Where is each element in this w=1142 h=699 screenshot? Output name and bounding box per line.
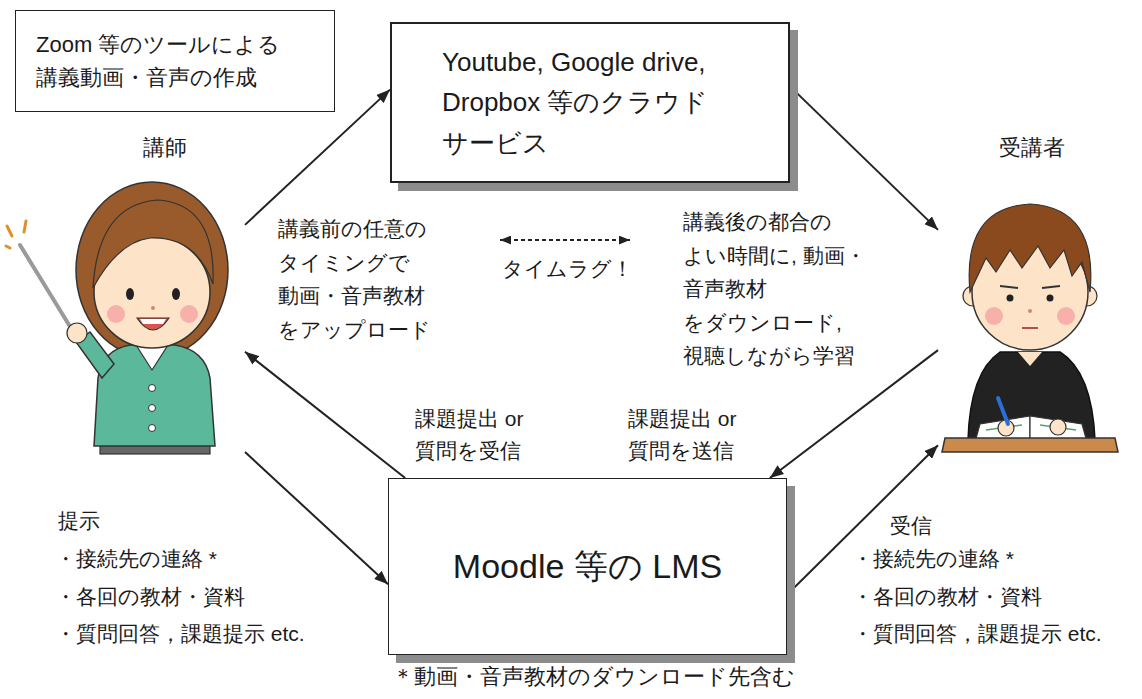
student-figure — [942, 204, 1118, 452]
hand — [1050, 419, 1066, 435]
eye — [1007, 295, 1014, 302]
button — [149, 405, 156, 412]
timelag-arrow — [500, 239, 630, 241]
cheek — [180, 305, 198, 323]
desk — [942, 438, 1118, 452]
nose — [1028, 309, 1032, 313]
bullet-item: ・接続先の連絡 * — [55, 546, 355, 571]
edge-label: 講義前の任意の タイミングで 動画・音声教材 をアップロード — [278, 212, 453, 346]
bullet-item: ・質問回答，課題提示 etc. — [55, 621, 375, 646]
student-node: 受講者 — [938, 128, 1125, 462]
flow-arrow — [245, 452, 388, 584]
pointer-stick — [20, 245, 74, 333]
node-text: Zoom 等のツールによる 講義動画・音声の作成 — [36, 28, 316, 94]
eyebrow — [1042, 286, 1060, 288]
spark-line — [24, 221, 26, 232]
mouth — [1022, 327, 1038, 329]
node-text: Youtube, Google drive, Dropbox 等のクラウド サー… — [442, 42, 773, 163]
spark-line — [7, 226, 12, 236]
button — [149, 385, 156, 392]
hair-back — [76, 182, 228, 358]
note-box: Zoom 等のツールによる 講義動画・音声の作成 — [15, 10, 335, 112]
teacher-body — [94, 345, 215, 446]
node-text: 受講者 — [938, 134, 1125, 163]
lms-box: Moodle 等の LMS — [388, 478, 787, 655]
edge-label: 課題提出 or 質問を受信 — [415, 403, 550, 466]
cheek — [107, 305, 125, 323]
node-text: 講師 — [143, 134, 245, 163]
footnote: ＊動画・音声教材のダウンロード先含む — [388, 664, 798, 690]
bullet-item: ・接続先の連絡 * — [852, 546, 1132, 571]
eye — [126, 288, 134, 300]
hair-bangs — [93, 200, 213, 288]
edge-label: 提示 — [58, 507, 138, 534]
edge-label: 課題提出 or 質問を送信 — [628, 403, 763, 466]
cheek — [1057, 307, 1075, 325]
edge-label: 受信 — [890, 512, 960, 539]
teeth — [140, 319, 166, 324]
nose — [151, 306, 155, 310]
cloud-service-box: Youtube, Google drive, Dropbox 等のクラウド サー… — [390, 22, 790, 183]
cheek — [985, 307, 1003, 325]
pen — [998, 398, 1008, 424]
edge-label: 講義後の都合の よい時間に, 動画・音声教材 をダウンロード, 視聴しながら学習 — [683, 205, 878, 373]
teacher-figure — [6, 182, 228, 454]
spark-line — [6, 246, 10, 248]
eyebrow — [1000, 286, 1018, 288]
hand — [67, 323, 87, 343]
neck — [1018, 352, 1042, 366]
eye — [172, 288, 180, 300]
bullet-item: ・各回の教材・資料 — [852, 584, 1132, 609]
flow-arrow — [790, 86, 938, 229]
flow-arrow — [770, 350, 938, 478]
bullet-item: ・各回の教材・資料 — [55, 584, 355, 609]
bullet-item: ・質問回答，課題提示 etc. — [852, 621, 1137, 646]
node-text: Moodle 等の LMS — [405, 544, 770, 588]
timelag-label: タイムラグ！ — [497, 256, 637, 281]
eye — [1047, 295, 1054, 302]
smile — [137, 318, 169, 330]
button — [149, 425, 156, 432]
hair — [969, 204, 1091, 292]
flow-arrow — [245, 352, 405, 478]
teacher-node: 講師 — [15, 128, 245, 462]
